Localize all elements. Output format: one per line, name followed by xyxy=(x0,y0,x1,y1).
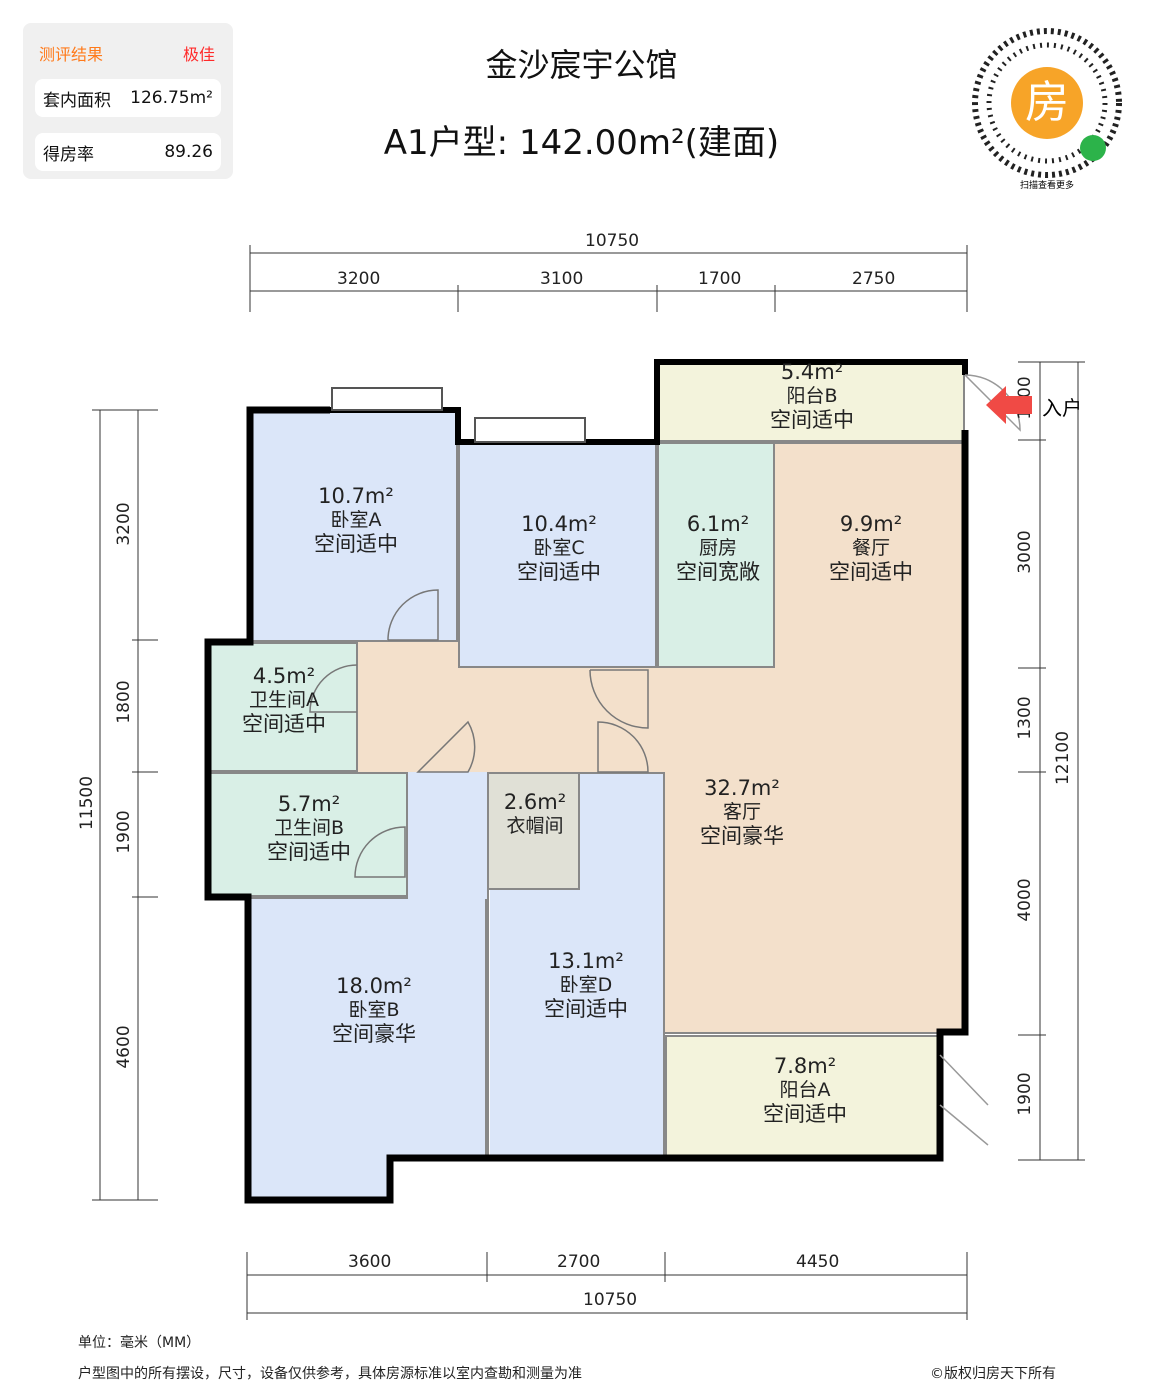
window xyxy=(331,387,443,411)
dim-bottom-total: 10750 xyxy=(583,1290,638,1310)
row-value: 89.26 xyxy=(164,142,213,162)
qr-caption: 扫描查看更多 xyxy=(1019,181,1074,191)
score-heading: 测评结果 xyxy=(39,45,104,64)
exterior-wall-top xyxy=(330,359,968,445)
bedroom-b-hall xyxy=(408,772,487,899)
copyright: ©版权归房天下所有 xyxy=(930,1366,1056,1382)
dim-left: 1800 xyxy=(114,680,134,724)
balcony-a xyxy=(665,1035,940,1158)
dim-left-total: 11500 xyxy=(77,775,97,831)
bedroom-d xyxy=(490,890,663,1156)
window xyxy=(474,417,586,443)
bathroom-b xyxy=(208,772,408,897)
door-swing xyxy=(354,826,406,878)
bedroom-a xyxy=(250,410,458,642)
door-swing xyxy=(416,720,476,773)
unit-title: A1户型: 142.00m²(建面) xyxy=(383,123,780,163)
dim-right: 4000 xyxy=(1015,878,1035,922)
score-row-ratio: 得房率 89.26 xyxy=(35,133,221,171)
exterior-wall xyxy=(204,406,969,1204)
qr-code[interactable]: 房 xyxy=(972,28,1122,178)
score-rating: 极佳 xyxy=(182,45,215,64)
dim-left: 4600 xyxy=(114,1025,134,1069)
score-panel: 测评结果 极佳 套内面积 126.75m² 得房率 89.26 xyxy=(23,23,233,179)
project-title: 金沙宸宇公馆 xyxy=(485,46,678,84)
dim-top: 1700 xyxy=(698,269,742,289)
dim-bottom: 2700 xyxy=(557,1252,601,1272)
disclaimer: 户型图中的所有摆设，尺寸，设备仅供参考，具体房源标准以室内查勘和测量为准 xyxy=(78,1366,582,1382)
dim-right: 1900 xyxy=(1015,1072,1035,1116)
entrance-arrow-icon xyxy=(986,386,1032,424)
dim-bottom: 4450 xyxy=(796,1252,840,1272)
bedroom-d-upper xyxy=(580,774,663,892)
door-swing xyxy=(309,664,358,713)
bedroom-b xyxy=(248,897,487,1158)
door-swing xyxy=(939,1054,989,1146)
dim-top: 2750 xyxy=(852,269,896,289)
door-swing xyxy=(387,589,439,641)
qr-pattern-icon xyxy=(972,28,1122,178)
unit-note: 单位：毫米（MM） xyxy=(78,1335,201,1351)
row-label: 得房率 xyxy=(43,144,94,165)
dim-right: 3000 xyxy=(1015,530,1035,574)
qr-center-char: 房 xyxy=(1025,77,1069,128)
dim-top: 3100 xyxy=(540,269,584,289)
bedroom-c xyxy=(458,442,657,668)
entrance-label: 入户 xyxy=(1042,396,1082,420)
dim-left: 3200 xyxy=(114,502,134,546)
door-swing xyxy=(589,669,649,729)
kitchen xyxy=(657,442,775,668)
score-row-area: 套内面积 126.75m² xyxy=(35,79,221,117)
bedroom-b-bay xyxy=(248,1155,390,1200)
dim-bottom: 3600 xyxy=(348,1252,392,1272)
dim-left: 1900 xyxy=(114,810,134,854)
door-swing xyxy=(597,721,649,773)
dim-right-total: 12100 xyxy=(1053,730,1073,786)
dimension-lines xyxy=(92,245,1085,1320)
row-value: 126.75m² xyxy=(130,88,213,108)
closet xyxy=(487,772,580,890)
dim-top: 3200 xyxy=(337,269,381,289)
dim-right: 1300 xyxy=(1015,696,1035,740)
row-label: 套内面积 xyxy=(43,90,111,111)
bathroom-a xyxy=(208,642,358,772)
dim-top-total: 10750 xyxy=(585,231,640,251)
